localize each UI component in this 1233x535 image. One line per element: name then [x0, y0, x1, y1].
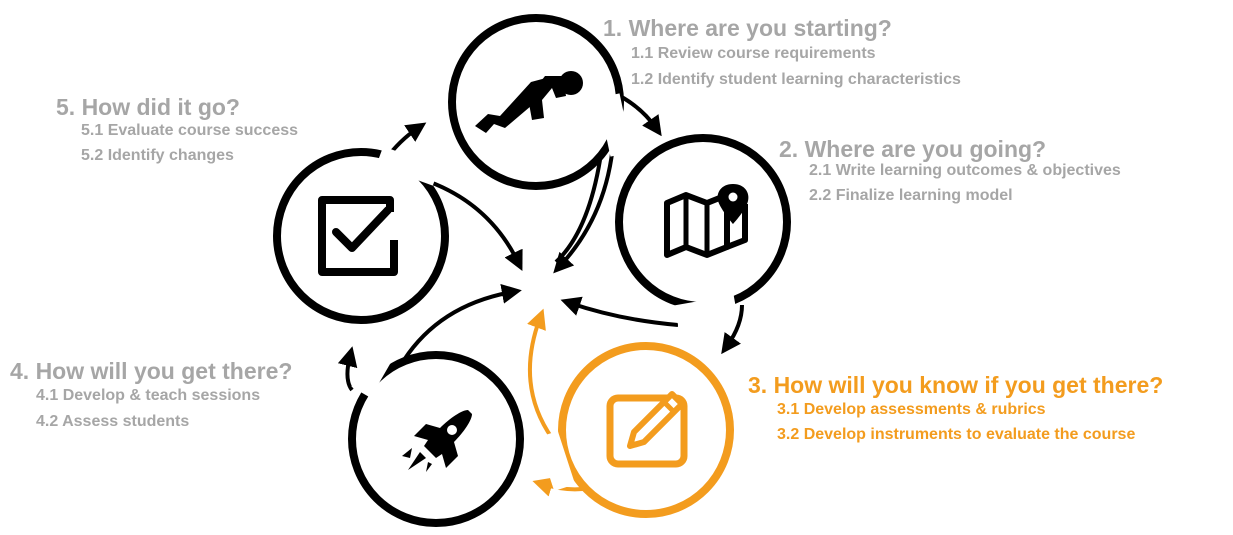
step-5-item-2: 5.2 Identify changes — [81, 147, 234, 164]
arrow-center-from-step-2 — [560, 296, 679, 327]
step-2-title: 2. Where are you going? — [779, 136, 1047, 162]
step-circle-2 — [615, 134, 791, 310]
rocket-icon — [402, 410, 472, 472]
arrow-center-from-step-3 — [527, 308, 554, 440]
step-4-item-2: 4.2 Assess students — [36, 413, 190, 430]
step-5-title: 5. How did it go? — [56, 94, 240, 120]
arrow-center-from-step-4 — [402, 283, 522, 362]
step-1-title: 1. Where are you starting? — [603, 15, 892, 41]
checkbox-icon — [318, 196, 398, 276]
pencil-edit-icon — [606, 391, 688, 468]
step-4-item-1: 4.1 Develop & teach sessions — [36, 387, 261, 404]
step-2-item-1: 2.1 Write learning outcomes & objectives — [809, 162, 1121, 179]
step-5-item-1: 5.1 Evaluate course success — [81, 122, 299, 139]
step-3-title: 3. How will you know if you get there? — [748, 372, 1164, 398]
step-1-item-2: 1.2 Identify student learning characteri… — [631, 71, 961, 88]
arrow-center-from-step-1b — [554, 159, 602, 264]
map-pin-icon — [664, 184, 749, 258]
arrow-gap-strips — [351, 93, 738, 492]
step-2-item-2: 2.2 Finalize learning model — [809, 187, 1013, 204]
arrow-step-4-to-5 — [337, 346, 358, 392]
step-3-item-1: 3.1 Develop assessments & rubrics — [777, 401, 1046, 418]
step-1-item-1: 1.1 Review course requirements — [631, 45, 876, 62]
arrow-step-2-to-3 — [721, 304, 744, 355]
arrow-center-from-step-5 — [429, 180, 523, 271]
sprinter-icon — [475, 71, 583, 133]
step-3-item-2: 3.2 Develop instruments to evaluate the … — [777, 426, 1136, 443]
center-arrows — [402, 131, 679, 440]
step-4-title: 4. How will you get there? — [10, 358, 293, 384]
